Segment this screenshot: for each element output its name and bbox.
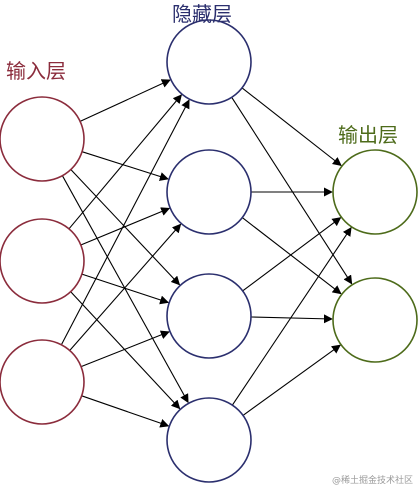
edge-input-1-to-hidden-1 [79, 79, 171, 122]
edge-input-3-to-hidden-2 [69, 223, 182, 351]
edge-hidden-4-to-output-2 [242, 344, 341, 416]
hidden-node-3 [166, 273, 252, 359]
edge-hidden-1-to-output-1 [241, 87, 342, 167]
output-node-2 [332, 277, 418, 363]
output-layer-label: 输出层 [338, 123, 398, 147]
edge-input-2-to-hidden-2 [80, 207, 171, 246]
hidden-layer-label: 隐藏层 [172, 2, 232, 26]
edge-input-1-to-hidden-2 [81, 151, 169, 181]
input-node-1 [0, 96, 85, 182]
input-node-2 [0, 218, 85, 304]
edge-input-1-to-hidden-4 [61, 175, 189, 404]
hidden-node-1 [166, 19, 252, 105]
edge-input-3-to-hidden-3 [80, 330, 170, 368]
edge-input-3-to-hidden-1 [60, 99, 190, 346]
edge-hidden-4-to-output-1 [231, 226, 352, 406]
connections-group [60, 79, 353, 428]
input-node-3 [0, 339, 85, 425]
hidden-node-2 [166, 149, 252, 235]
edge-hidden-2-to-output-2 [241, 217, 342, 295]
nodes-group [0, 19, 418, 483]
watermark: @稀土掘金技术社区 [332, 474, 413, 486]
output-node-1 [332, 149, 418, 235]
edge-input-2-to-hidden-1 [68, 94, 182, 230]
input-layer-label: 输入层 [6, 59, 66, 83]
edge-hidden-3-to-output-1 [242, 217, 342, 292]
edge-hidden-1-to-output-2 [231, 97, 353, 285]
edge-input-3-to-hidden-4 [81, 395, 170, 428]
edge-input-2-to-hidden-4 [70, 291, 181, 410]
hidden-node-4 [166, 397, 252, 483]
edge-hidden-3-to-output-2 [250, 314, 333, 324]
